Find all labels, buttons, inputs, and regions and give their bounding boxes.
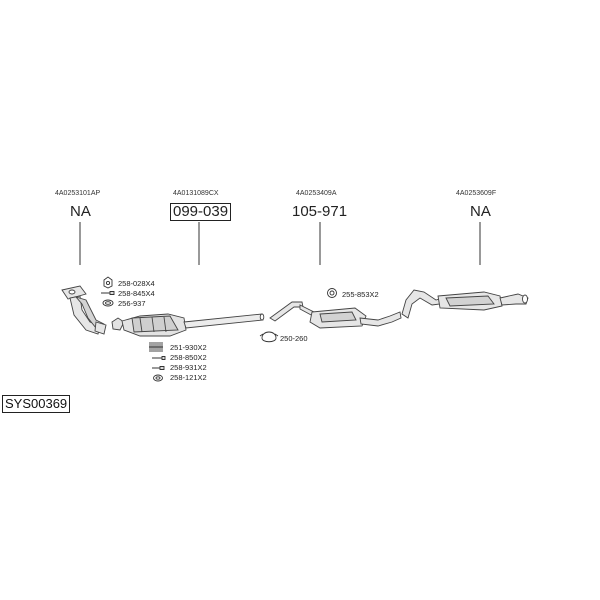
- part-number-1[interactable]: NA: [70, 203, 91, 220]
- catalytic-converter-part: [111, 313, 265, 337]
- hardware-label[interactable]: 258-850X2: [170, 353, 207, 362]
- hardware-label[interactable]: 255-853X2: [342, 290, 379, 299]
- hardware-label[interactable]: 258-931X2: [170, 363, 207, 372]
- part-number-2[interactable]: 099-039: [170, 203, 232, 221]
- rear-silencer-part: [401, 289, 529, 319]
- oem-number-3: 4A0253409A: [296, 190, 337, 197]
- part-number-3[interactable]: 105-971: [292, 203, 348, 220]
- hardware-label[interactable]: 258-028X4: [118, 279, 155, 288]
- oem-number-1: 4A0253101AP: [55, 190, 101, 197]
- hardware-label[interactable]: 256-937: [118, 299, 146, 308]
- hardware-label[interactable]: 258-845X4: [118, 289, 155, 298]
- spring-icon: [149, 342, 163, 352]
- hardware-label[interactable]: 258-121X2: [170, 373, 207, 382]
- front-pipe-part: [61, 285, 107, 335]
- oem-number-2: 4A0131089CX: [173, 190, 219, 197]
- hardware-label[interactable]: 250-260: [280, 334, 308, 343]
- middle-silencer-part: [269, 301, 402, 329]
- screw-icon: [152, 356, 166, 360]
- bolt-icon: [101, 291, 115, 295]
- system-id: SYS00369: [2, 395, 71, 413]
- part-number-4[interactable]: NA: [470, 203, 491, 220]
- oem-number-4: 4A0253609F: [456, 190, 497, 197]
- clamp-icon: [261, 331, 277, 343]
- hardware-label[interactable]: 251-930X2: [170, 343, 207, 352]
- bolt-small-icon: [152, 366, 165, 370]
